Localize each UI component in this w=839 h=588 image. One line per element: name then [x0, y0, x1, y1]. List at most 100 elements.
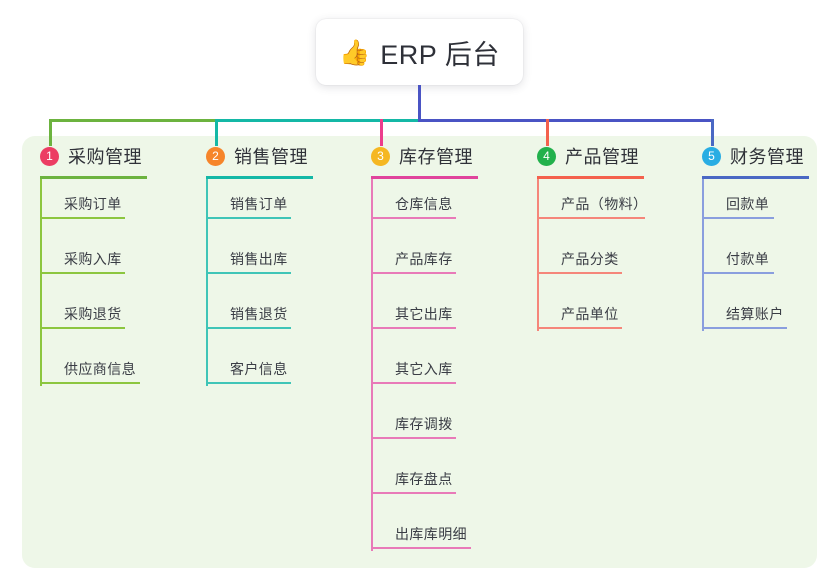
leaf-node[interactable]: 产品库存: [371, 179, 456, 274]
leaf-node[interactable]: 产品（物料）: [537, 179, 648, 219]
leaf-node-underline: [537, 272, 622, 274]
column-items: 销售订单销售出库销售退货客户信息: [206, 179, 313, 386]
leaf-node[interactable]: 产品分类: [537, 179, 622, 274]
leaf-node-label: 付款单: [726, 251, 770, 267]
column-badge-1: 1: [40, 146, 59, 166]
leaf-node[interactable]: 回款单: [702, 179, 774, 219]
column-underline: [537, 176, 644, 179]
leaf-node-label: 采购订单: [64, 196, 122, 212]
column-spine: [702, 179, 704, 331]
diagram-panel: [22, 136, 817, 568]
leaf-node[interactable]: 销售订单: [206, 179, 291, 219]
leaf-node-underline: [371, 327, 456, 329]
leaf-node-underline: [206, 327, 291, 329]
connector-root-stem: [418, 85, 421, 122]
leaf-node-label: 销售出库: [230, 251, 288, 267]
leaf-node[interactable]: 其它出库: [371, 179, 456, 329]
column-title: 产品管理: [565, 147, 639, 167]
leaf-node-underline: [537, 217, 645, 219]
leaf-node-underline: [371, 382, 456, 384]
column-spine: [206, 179, 208, 386]
leaf-node[interactable]: 供应商信息: [40, 179, 140, 384]
leaf-node[interactable]: 销售退货: [206, 179, 291, 329]
connector-bus-right: [418, 119, 714, 122]
leaf-node-label: 仓库信息: [395, 196, 453, 212]
leaf-node-label: 产品分类: [561, 251, 619, 267]
connector-drop-4: [546, 119, 549, 146]
leaf-node[interactable]: 销售出库: [206, 179, 291, 274]
column-销售管理: 2 销售管理销售订单销售出库销售退货客户信息: [206, 143, 313, 386]
leaf-node-underline: [40, 272, 125, 274]
leaf-node[interactable]: 库存调拨: [371, 179, 456, 439]
leaf-node-label: 产品单位: [561, 306, 619, 322]
leaf-node-underline: [702, 217, 774, 219]
leaf-node-label: 出库库明细: [395, 526, 467, 542]
leaf-node-underline: [371, 492, 456, 494]
leaf-node-label: 采购退货: [64, 306, 122, 322]
leaf-node-underline: [371, 272, 456, 274]
leaf-node-label: 库存调拨: [395, 416, 453, 432]
leaf-node[interactable]: 结算账户: [702, 179, 787, 329]
leaf-node-label: 结算账户: [726, 306, 784, 322]
column-underline: [206, 176, 313, 179]
leaf-node-label: 产品（物料）: [561, 196, 648, 212]
leaf-node-label: 销售退货: [230, 306, 288, 322]
leaf-node[interactable]: 产品单位: [537, 179, 622, 329]
leaf-node-label: 供应商信息: [64, 361, 136, 377]
column-items: 产品（物料） 产品分类产品单位: [537, 179, 648, 331]
column-badge-2: 2: [206, 146, 225, 166]
column-items: 采购订单采购入库采购退货供应商信息: [40, 179, 147, 386]
leaf-node-underline: [371, 217, 456, 219]
column-title: 库存管理: [399, 147, 473, 167]
leaf-node-underline: [702, 327, 787, 329]
column-items: 仓库信息产品库存其它出库其它入库库存调拨库存盘点出库库明细: [371, 179, 478, 551]
leaf-node[interactable]: 采购退货: [40, 179, 125, 329]
leaf-node[interactable]: 其它入库: [371, 179, 456, 384]
leaf-node-label: 销售订单: [230, 196, 288, 212]
column-采购管理: 1 采购管理采购订单采购入库采购退货供应商信息: [40, 143, 147, 386]
leaf-node-label: 其它出库: [395, 306, 453, 322]
leaf-node[interactable]: 付款单: [702, 179, 774, 274]
leaf-node-underline: [206, 217, 291, 219]
column-header-财务管理[interactable]: 5 财务管理: [702, 143, 809, 169]
column-header-采购管理[interactable]: 1 采购管理: [40, 143, 147, 169]
root-node-title: ERP 后台: [380, 39, 500, 70]
column-spine: [371, 179, 373, 551]
connector-drop-3: [380, 119, 383, 146]
leaf-node[interactable]: 库存盘点: [371, 179, 456, 494]
leaf-node[interactable]: 采购入库: [40, 179, 125, 274]
leaf-node-label: 产品库存: [395, 251, 453, 267]
column-spine: [537, 179, 539, 331]
leaf-node-underline: [40, 382, 140, 384]
column-spine: [40, 179, 42, 386]
column-title: 财务管理: [730, 147, 804, 167]
leaf-node-underline: [40, 217, 125, 219]
column-underline: [702, 176, 809, 179]
root-node-erp-backend[interactable]: 👍 ERP 后台: [316, 19, 523, 85]
leaf-node-underline: [206, 382, 291, 384]
leaf-node-underline: [206, 272, 291, 274]
leaf-node[interactable]: 采购订单: [40, 179, 125, 219]
leaf-node-underline: [371, 437, 456, 439]
column-title: 销售管理: [234, 147, 308, 167]
connector-drop-2: [215, 119, 218, 146]
leaf-node-underline: [702, 272, 774, 274]
leaf-node-underline: [40, 327, 125, 329]
leaf-node[interactable]: 仓库信息: [371, 179, 456, 219]
column-badge-5: 5: [702, 146, 721, 166]
leaf-node-label: 回款单: [726, 196, 770, 212]
leaf-node-underline: [371, 547, 471, 549]
connector-bus-left: [49, 119, 218, 122]
leaf-node-label: 其它入库: [395, 361, 453, 377]
leaf-node-label: 库存盘点: [395, 471, 453, 487]
leaf-node[interactable]: 客户信息: [206, 179, 291, 384]
column-title: 采购管理: [68, 147, 142, 167]
leaf-node-label: 采购入库: [64, 251, 122, 267]
column-header-销售管理[interactable]: 2 销售管理: [206, 143, 313, 169]
leaf-node[interactable]: 出库库明细: [371, 179, 471, 549]
column-财务管理: 5 财务管理回款单付款单结算账户: [702, 143, 809, 331]
